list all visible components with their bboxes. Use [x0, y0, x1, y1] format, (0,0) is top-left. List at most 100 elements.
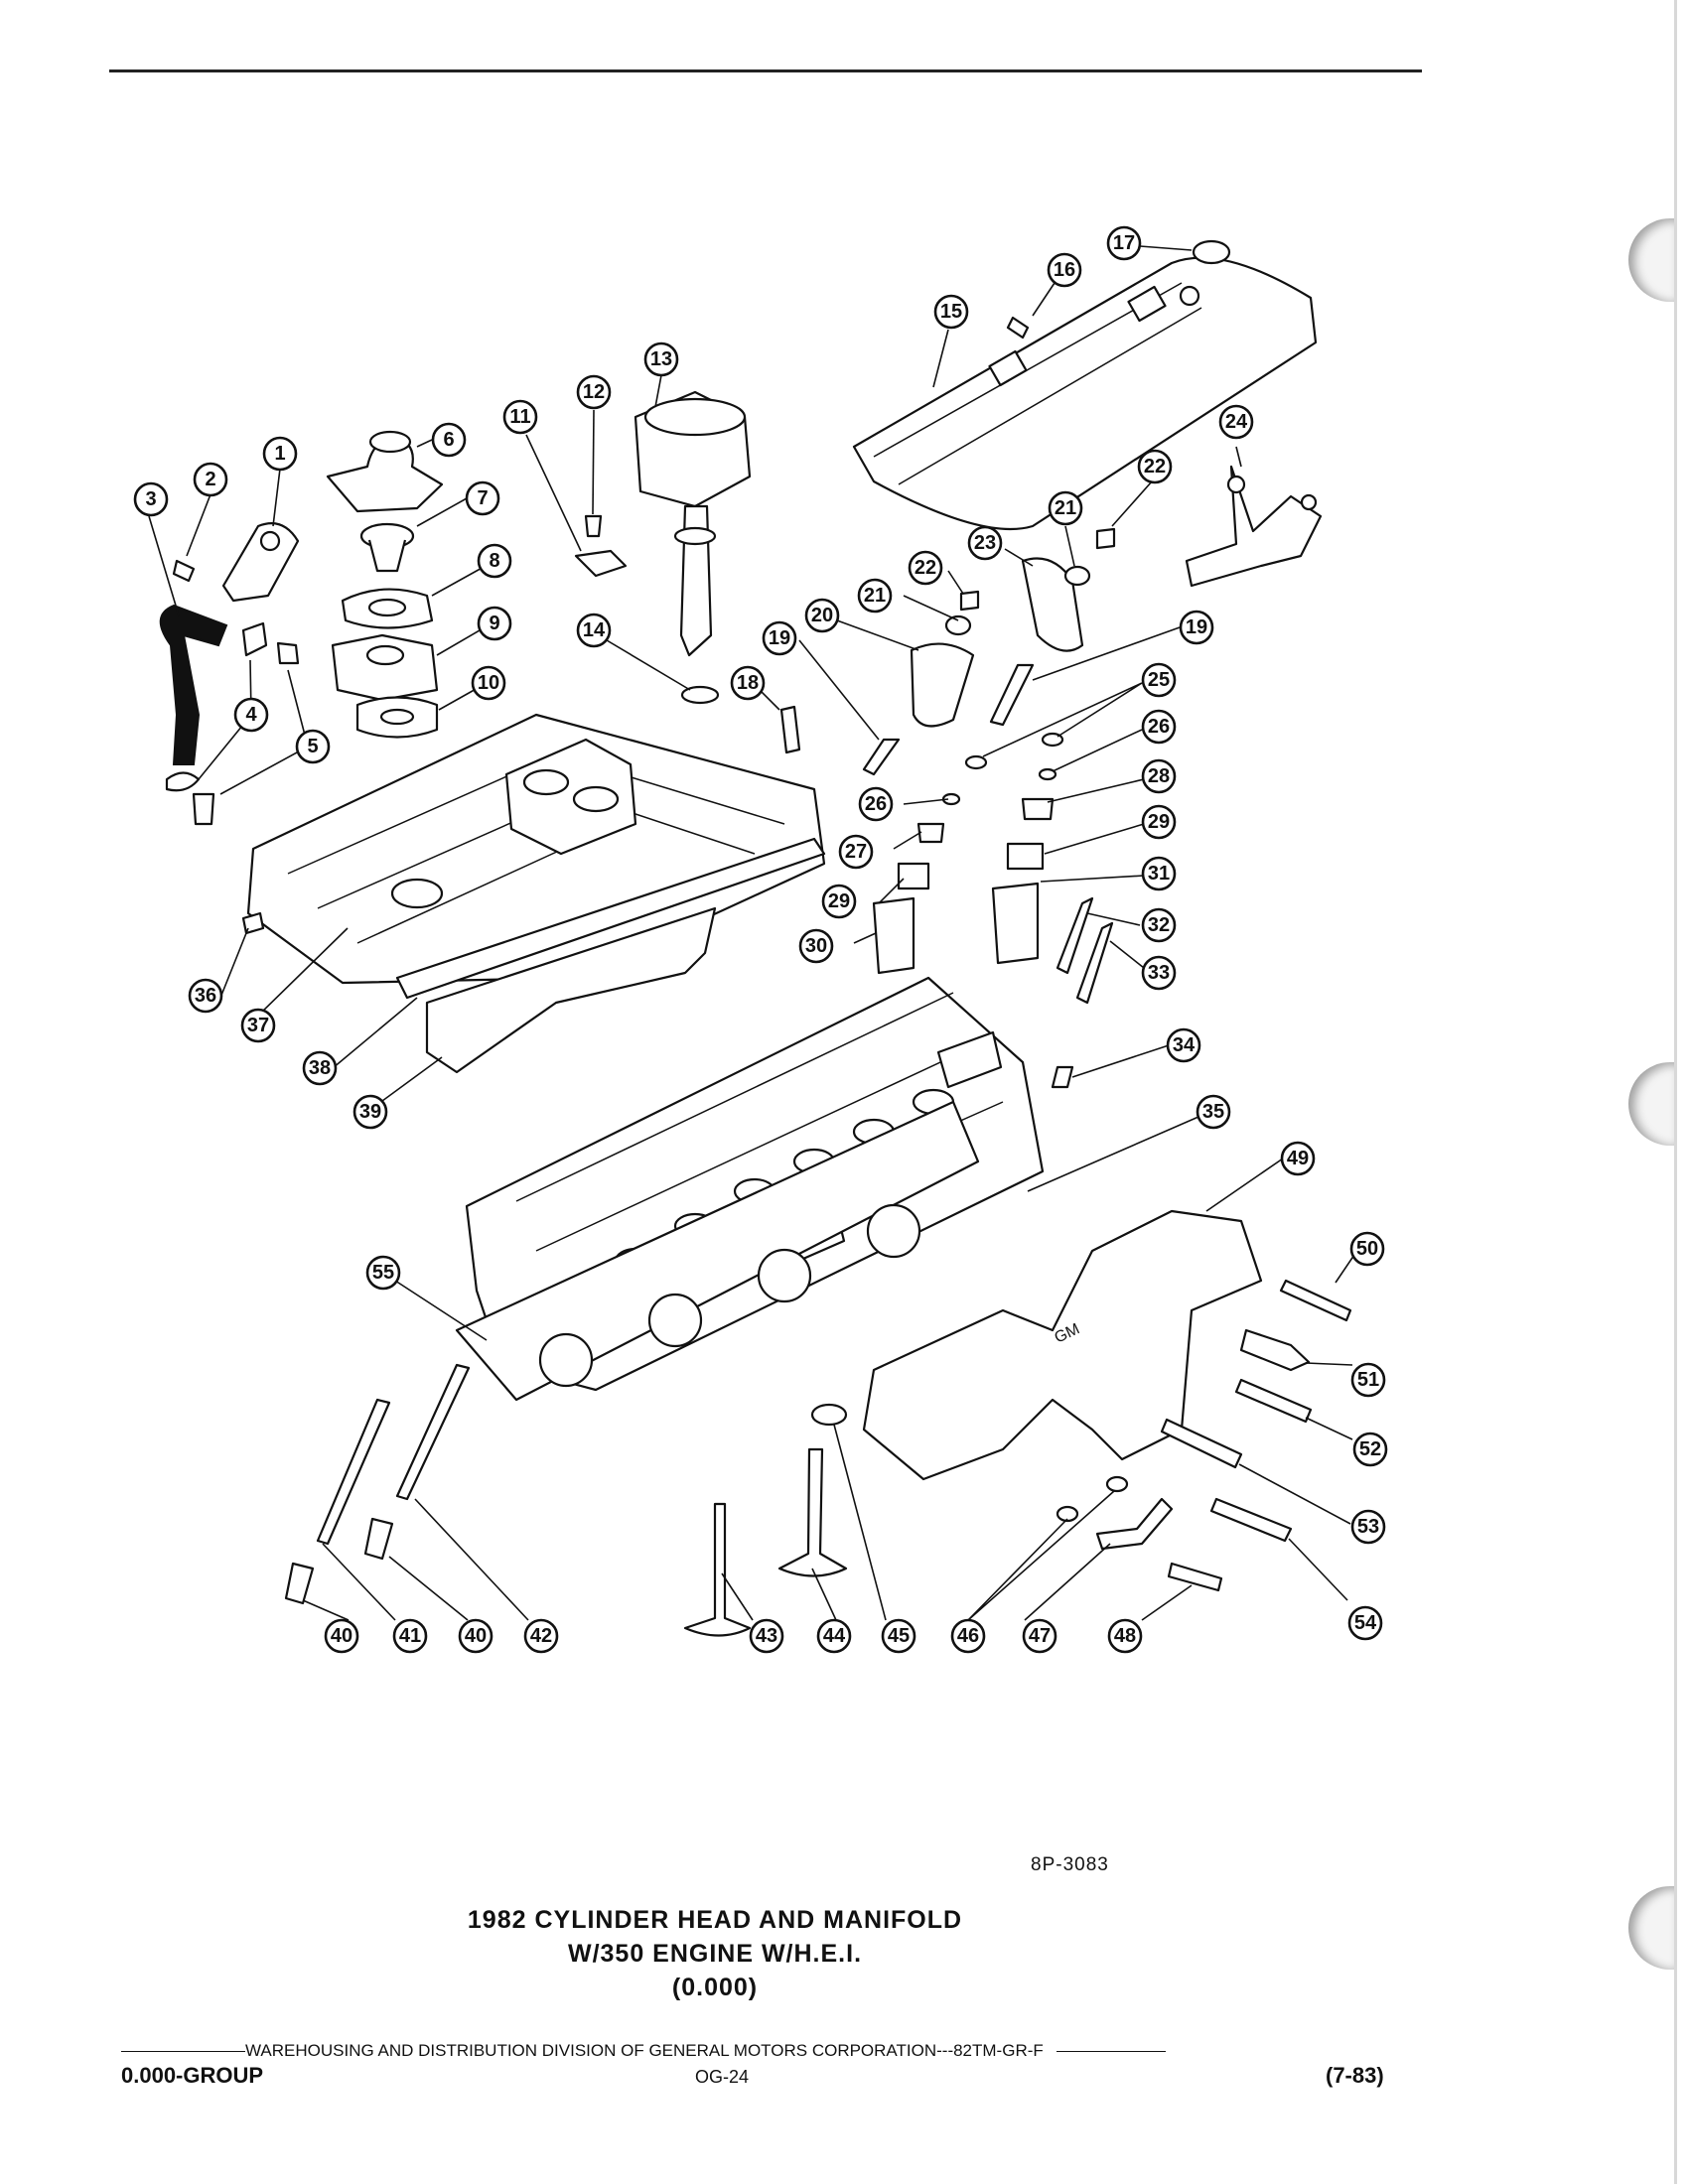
callout-8: 8 [477, 543, 512, 579]
callout-25: 25 [1141, 662, 1177, 698]
svg-text:37: 37 [247, 1015, 269, 1036]
callout-18: 18 [730, 665, 766, 701]
callout-20: 20 [804, 598, 840, 633]
svg-text:24: 24 [1225, 411, 1248, 433]
footer-rule-left [121, 2051, 245, 2053]
callout-16: 16 [1047, 252, 1082, 288]
callout-13: 13 [643, 341, 679, 377]
caption-engine: W/350 ENGINE W/H.E.I. [567, 1940, 863, 1968]
svg-text:12: 12 [583, 381, 605, 403]
svg-text:53: 53 [1357, 1516, 1379, 1538]
callout-15: 15 [933, 294, 969, 330]
svg-text:39: 39 [359, 1101, 381, 1123]
svg-text:41: 41 [399, 1625, 421, 1647]
callout-51: 51 [1350, 1362, 1386, 1398]
callout-45: 45 [881, 1618, 916, 1654]
callout-39: 39 [352, 1094, 388, 1130]
callout-48: 48 [1107, 1618, 1143, 1654]
callout-26-right: 26 [1141, 709, 1177, 745]
callout-50: 50 [1349, 1231, 1385, 1267]
callout-37: 37 [240, 1008, 276, 1043]
svg-text:34: 34 [1173, 1034, 1196, 1056]
callout-23: 23 [967, 525, 1003, 561]
svg-text:29: 29 [828, 890, 850, 912]
svg-text:7: 7 [477, 487, 488, 509]
svg-text:52: 52 [1359, 1438, 1381, 1460]
callout-40-left: 40 [324, 1618, 359, 1654]
svg-text:22: 22 [915, 557, 936, 579]
callout-26-left: 26 [858, 786, 894, 822]
callout-1: 1 [262, 436, 298, 472]
callout-46: 46 [950, 1618, 986, 1654]
svg-text:46: 46 [957, 1625, 979, 1647]
callout-34: 34 [1166, 1027, 1201, 1063]
svg-text:44: 44 [823, 1625, 846, 1647]
callout-38: 38 [302, 1050, 338, 1086]
svg-text:40: 40 [465, 1625, 487, 1647]
svg-text:4: 4 [245, 704, 257, 726]
svg-text:54: 54 [1354, 1612, 1377, 1634]
callout-12: 12 [576, 374, 612, 410]
svg-text:16: 16 [1054, 259, 1075, 281]
svg-text:49: 49 [1287, 1148, 1309, 1169]
svg-text:19: 19 [1186, 616, 1207, 638]
svg-text:11: 11 [509, 406, 530, 428]
callout-14: 14 [576, 613, 612, 648]
callout-53: 53 [1350, 1509, 1386, 1545]
exploded-parts-diagram: GM [133, 225, 1388, 1654]
binder-hole-bottom [1628, 1886, 1674, 1970]
svg-text:23: 23 [974, 532, 996, 554]
callout-11: 11 [502, 399, 538, 435]
svg-text:29: 29 [1148, 811, 1170, 833]
svg-text:3: 3 [145, 488, 156, 510]
svg-text:31: 31 [1148, 863, 1170, 885]
callout-33: 33 [1141, 955, 1177, 991]
callout-21-right: 21 [1048, 490, 1083, 526]
svg-text:30: 30 [805, 935, 827, 957]
callout-35: 35 [1196, 1094, 1231, 1130]
exhaust-manifold [862, 1209, 1263, 1481]
callout-2: 2 [193, 462, 228, 497]
callout-52: 52 [1352, 1432, 1388, 1467]
caption-title: 1982 CYLINDER HEAD AND MANIFOLD [467, 1906, 963, 1934]
callout-22-right: 22 [1137, 449, 1173, 484]
footer-distribution-text: WAREHOUSING AND DISTRIBUTION DIVISION OF… [245, 2041, 1044, 2060]
callout-29-left: 29 [821, 884, 857, 919]
callout-6: 6 [431, 422, 467, 458]
callout-49: 49 [1280, 1141, 1316, 1176]
callout-22-left: 22 [908, 550, 943, 586]
svg-text:5: 5 [307, 736, 318, 757]
svg-text:33: 33 [1148, 962, 1170, 984]
callout-27: 27 [838, 834, 874, 870]
valve-cover [852, 256, 1318, 531]
callout-36: 36 [188, 978, 223, 1014]
svg-text:13: 13 [650, 348, 672, 370]
callout-42: 42 [523, 1618, 559, 1654]
svg-text:48: 48 [1114, 1625, 1136, 1647]
callout-32: 32 [1141, 907, 1177, 943]
svg-text:6: 6 [443, 429, 454, 451]
callout-31: 31 [1141, 856, 1177, 891]
footer-distribution-line: WAREHOUSING AND DISTRIBUTION DIVISION OF… [121, 2041, 1392, 2061]
svg-text:14: 14 [583, 619, 606, 641]
callout-9: 9 [477, 606, 512, 641]
svg-text:55: 55 [372, 1262, 394, 1284]
svg-text:22: 22 [1144, 456, 1166, 478]
svg-text:19: 19 [769, 627, 790, 649]
footer-date: (7-83) [1326, 2063, 1384, 2088]
svg-text:8: 8 [489, 550, 499, 572]
svg-text:17: 17 [1113, 232, 1135, 254]
callout-40-right: 40 [458, 1618, 493, 1654]
callout-19-right: 19 [1179, 610, 1214, 645]
svg-text:10: 10 [478, 672, 499, 694]
svg-text:42: 42 [530, 1625, 552, 1647]
callout-43: 43 [749, 1618, 784, 1654]
drawing-code: 8P-3083 [1031, 1854, 1109, 1875]
svg-text:25: 25 [1148, 669, 1170, 691]
svg-text:18: 18 [737, 672, 759, 694]
svg-text:1: 1 [274, 443, 285, 465]
callout-29-right: 29 [1141, 804, 1177, 840]
callout-30: 30 [798, 928, 834, 964]
svg-text:9: 9 [489, 613, 499, 634]
callout-24: 24 [1218, 404, 1254, 440]
